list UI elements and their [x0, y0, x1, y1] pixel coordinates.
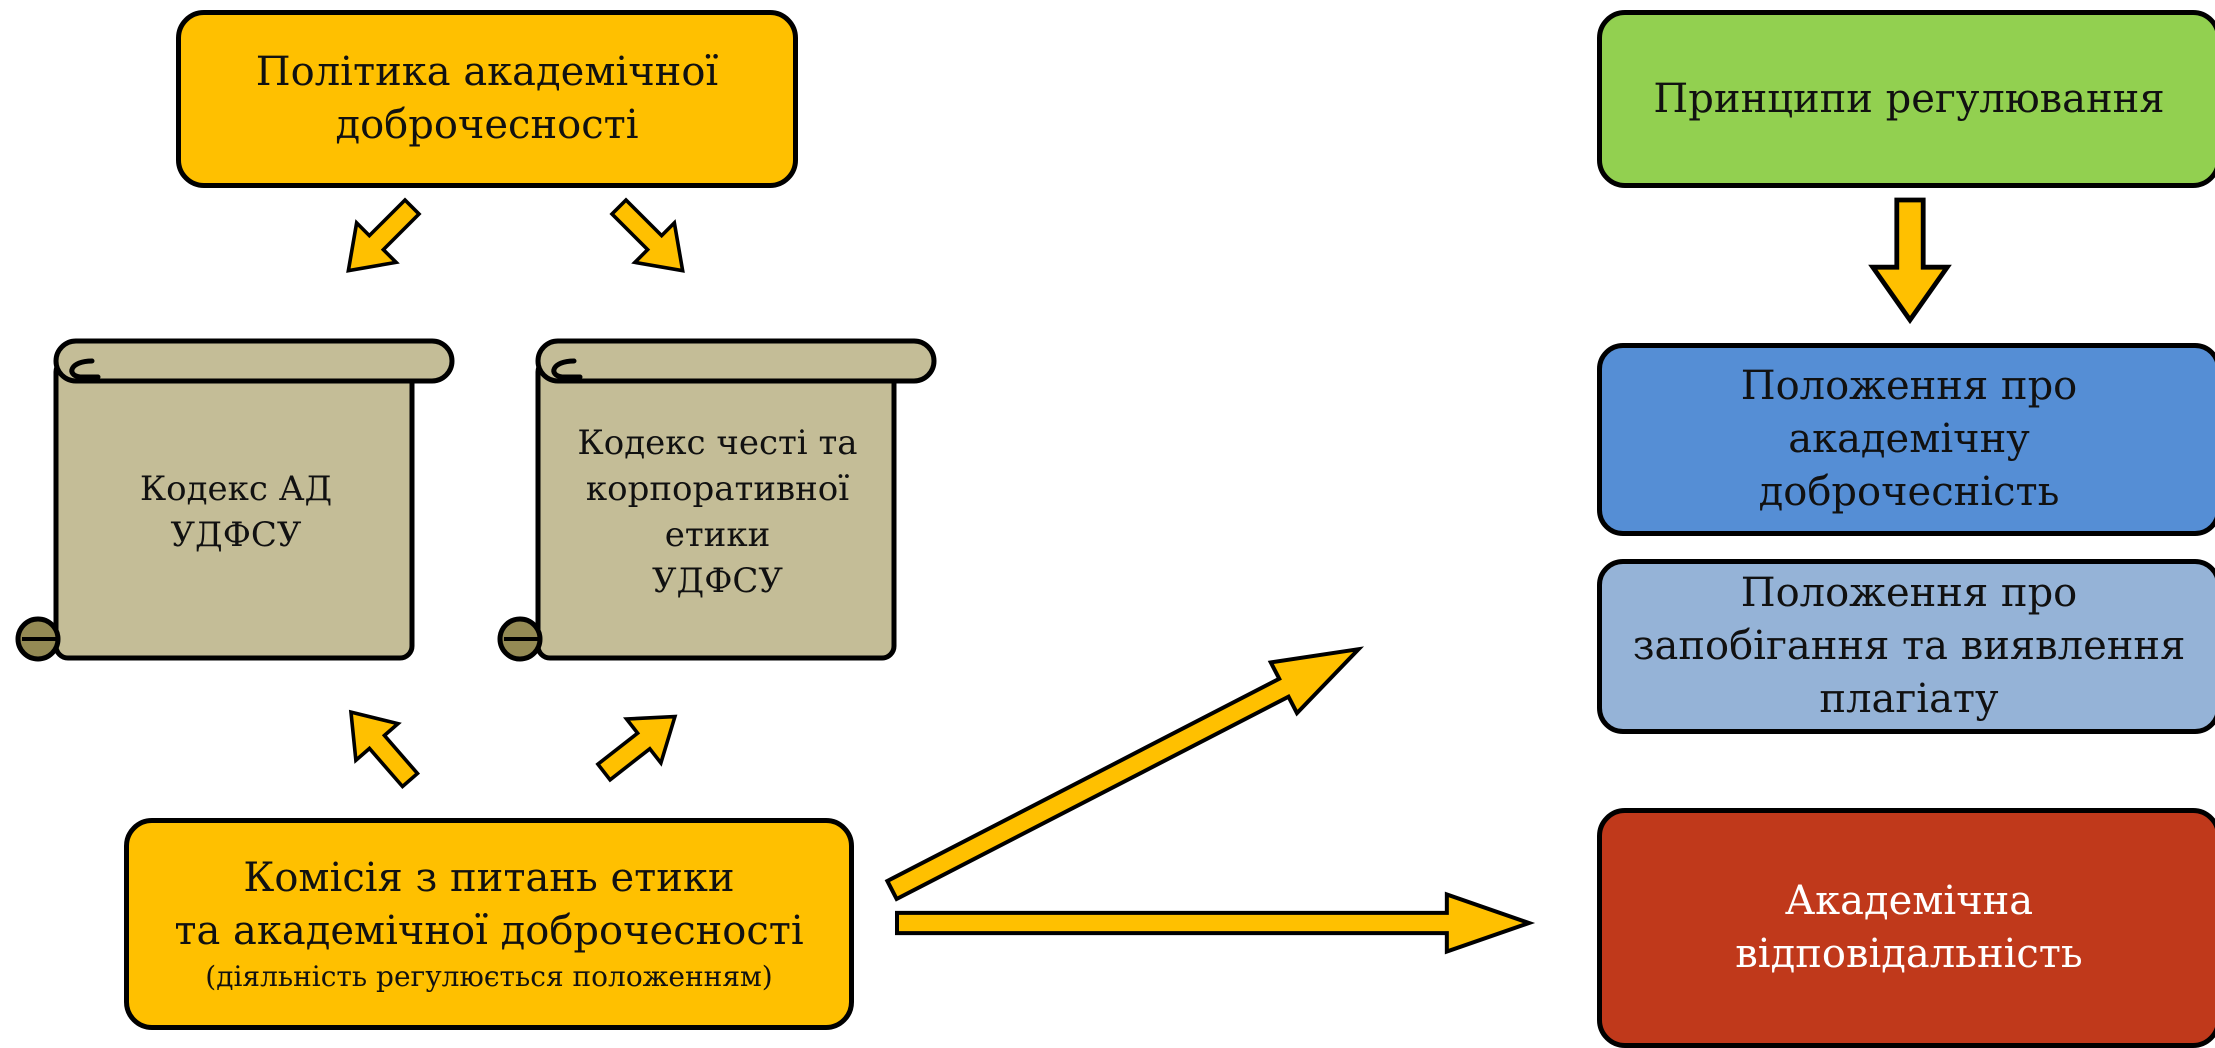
responsibility-line-1: Академічна [1784, 878, 2034, 925]
arrow-policy-to-code-ad [326, 185, 434, 293]
regulation-line-2: академічну [1788, 416, 2030, 463]
commission-line-1: Комісія з питань етики [243, 854, 735, 901]
scroll-code-honor [497, 338, 937, 662]
regulation-line-3: доброчесність [1758, 468, 2060, 515]
policy-line-1: Політика академічної [255, 49, 719, 96]
scroll-code-ad-top-curl [69, 358, 101, 380]
scroll-code-honor-line-1: Кодекс честі та [577, 422, 858, 463]
principles-text: Принципи регулювання [1653, 75, 2165, 122]
plagiarism-line-2: запобігання та виявлення [1632, 623, 2186, 670]
policy-line-2: доброчесності [335, 102, 639, 148]
scroll-code-ad-text: Кодекс АД УДФСУ [66, 372, 406, 652]
plagiarism-box: Положення про запобігання та виявлення п… [1597, 559, 2215, 734]
responsibility-line-2: відповідальність [1735, 931, 2083, 977]
arrow-commission-to-code-honor [585, 692, 694, 796]
commission-note: (діяльність регулюється положенням) [205, 960, 773, 994]
scroll-code-ad [15, 338, 455, 662]
arrow-commission-to-plagiarism [879, 624, 1372, 915]
scroll-code-honor-top-curl [551, 358, 583, 380]
scroll-code-honor-text: Кодекс честі та корпоративної етики УДФС… [555, 372, 880, 652]
regulation-box: Положення про академічну доброчесність [1597, 343, 2215, 536]
policy-box: Політика академічної доброчесності [176, 10, 798, 188]
responsibility-box: Академічна відповідальність [1597, 808, 2215, 1048]
commission-line-2: та академічної доброчесності [174, 907, 804, 954]
arrow-commission-to-responsibility [897, 894, 1529, 951]
regulation-line-1: Положення про [1740, 363, 2078, 410]
scroll-code-ad-line-1: Кодекс АД [139, 468, 333, 509]
scroll-code-ad-line-2: УДФСУ [170, 515, 302, 555]
scroll-code-honor-line-4: УДФСУ [651, 561, 784, 602]
scroll-code-honor-line-2: корпоративної [585, 468, 850, 509]
plagiarism-line-1: Положення про [1740, 570, 2078, 617]
arrow-policy-to-code-honor [597, 185, 705, 293]
plagiarism-line-3: плагіату [1819, 675, 1999, 722]
scroll-code-honor-top-roll [535, 338, 937, 384]
scroll-code-honor-line-3: етики [664, 515, 771, 555]
arrow-principles-to-regulation [1873, 200, 1947, 320]
arrow-commission-to-code-ad [328, 691, 433, 801]
principles-box: Принципи регулювання [1597, 10, 2215, 188]
scroll-code-ad-top-roll [53, 338, 455, 384]
commission-box: Комісія з питань етики та академічної до… [124, 818, 854, 1030]
